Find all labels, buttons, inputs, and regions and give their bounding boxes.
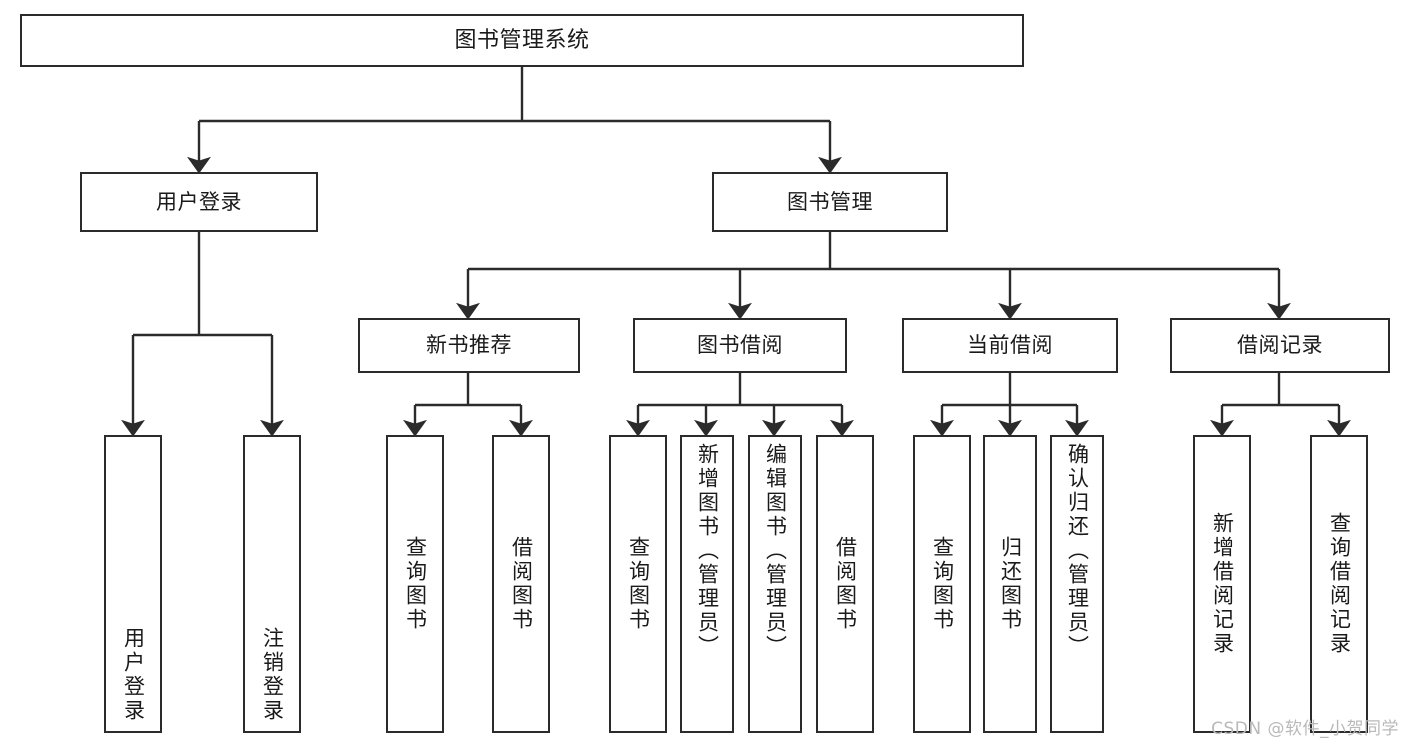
node-leaf-confirm-return-label: 确认归还（管理员） — [1065, 443, 1090, 659]
node-leaf-logout-label: 注销登录 — [260, 627, 285, 723]
node-leaf-return-book-label: 归还图书 — [998, 536, 1023, 632]
node-current-borrow-label: 当前借阅 — [967, 333, 1053, 358]
node-leaf-user-login-label: 用户登录 — [121, 627, 146, 723]
node-root[interactable]: 图书管理系统 — [20, 14, 1024, 67]
node-leaf-borrow-book-2-label: 借阅图书 — [833, 536, 858, 632]
node-new-book-recommend[interactable]: 新书推荐 — [358, 318, 580, 373]
node-leaf-query-book-2-label: 查询图书 — [626, 536, 651, 632]
node-leaf-add-book-label: 新增图书（管理员） — [695, 443, 720, 659]
node-leaf-confirm-return[interactable]: 确认归还（管理员） — [1050, 435, 1104, 733]
node-leaf-query-book-1-label: 查询图书 — [403, 536, 428, 632]
node-leaf-borrow-book-1-label: 借阅图书 — [509, 536, 534, 632]
node-leaf-borrow-book-2[interactable]: 借阅图书 — [816, 435, 874, 733]
node-book-borrow-label: 图书借阅 — [697, 333, 783, 358]
node-leaf-add-record[interactable]: 新增借阅记录 — [1193, 435, 1251, 733]
node-root-label: 图书管理系统 — [454, 27, 590, 53]
node-leaf-return-book[interactable]: 归还图书 — [983, 435, 1037, 733]
node-leaf-borrow-book-1[interactable]: 借阅图书 — [492, 435, 550, 733]
node-leaf-logout[interactable]: 注销登录 — [243, 435, 301, 733]
node-user-login-label: 用户登录 — [156, 189, 242, 214]
node-book-manage-label: 图书管理 — [787, 189, 873, 214]
node-leaf-add-record-label: 新增借阅记录 — [1210, 512, 1235, 656]
node-leaf-query-book-3-label: 查询图书 — [930, 536, 955, 632]
node-new-book-recommend-label: 新书推荐 — [426, 333, 512, 358]
node-borrow-record[interactable]: 借阅记录 — [1170, 318, 1390, 373]
node-leaf-add-book[interactable]: 新增图书（管理员） — [680, 435, 734, 733]
node-book-borrow[interactable]: 图书借阅 — [633, 318, 847, 373]
node-leaf-user-login[interactable]: 用户登录 — [104, 435, 162, 733]
node-leaf-query-book-1[interactable]: 查询图书 — [386, 435, 444, 733]
node-borrow-record-label: 借阅记录 — [1237, 333, 1323, 358]
node-leaf-edit-book[interactable]: 编辑图书（管理员） — [748, 435, 802, 733]
node-leaf-query-book-2[interactable]: 查询图书 — [609, 435, 667, 733]
node-leaf-query-record[interactable]: 查询借阅记录 — [1310, 435, 1368, 733]
node-user-login[interactable]: 用户登录 — [80, 172, 318, 232]
node-book-manage[interactable]: 图书管理 — [712, 172, 948, 232]
node-leaf-query-book-3[interactable]: 查询图书 — [913, 435, 971, 733]
watermark-text: CSDN @软件_小贺同学 — [1211, 719, 1399, 739]
node-leaf-edit-book-label: 编辑图书（管理员） — [763, 443, 788, 659]
node-leaf-query-record-label: 查询借阅记录 — [1327, 512, 1352, 656]
node-current-borrow[interactable]: 当前借阅 — [902, 318, 1118, 373]
